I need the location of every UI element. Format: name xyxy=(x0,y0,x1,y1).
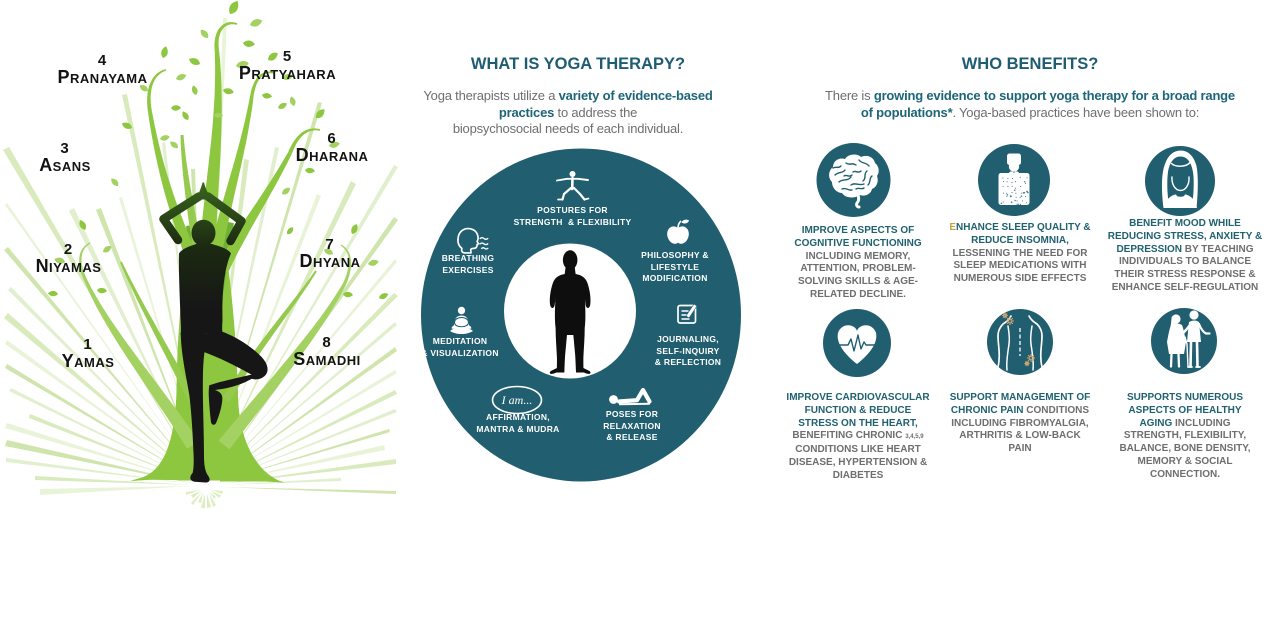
svg-text:I am...: I am... xyxy=(501,393,533,407)
